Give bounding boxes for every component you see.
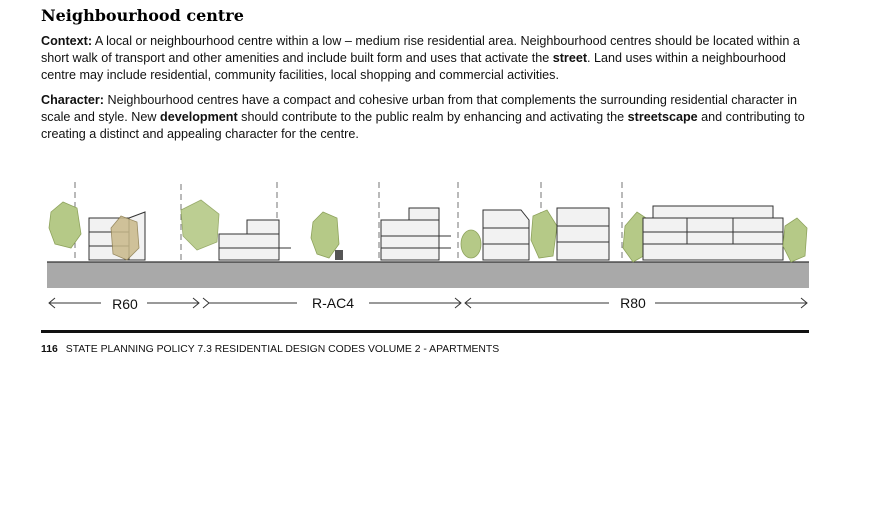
character-label: Character: <box>41 93 104 107</box>
page-footer: 116 STATE PLANNING POLICY 7.3 RESIDENTIAL… <box>41 344 499 355</box>
tree-r60-c <box>180 199 220 251</box>
character-term-development: development <box>160 110 238 124</box>
context-term-street: street <box>552 51 588 65</box>
footer-rule <box>41 330 809 333</box>
zone-label-r80: R80 <box>620 295 646 311</box>
context-text-2: . Land uses within a neighbourhood centr… <box>41 51 786 82</box>
zone-label-r60: R60 <box>112 296 138 312</box>
building-r80-a <box>556 207 610 261</box>
character-text-3: and contributing to creating a distinct … <box>41 110 805 141</box>
character-text-2: should contribute to the public realm by… <box>237 110 628 124</box>
tree-rac4-a <box>310 211 340 259</box>
character-term-streetscape: streetscape <box>627 110 698 124</box>
page-heading: Neighbourhood centre <box>41 6 244 25</box>
building-rac4-a <box>380 207 451 261</box>
character-text-1: Neighbourhood centres have a compact and… <box>41 93 798 124</box>
tree-rac4-b <box>460 229 482 259</box>
tree-r80-b <box>782 217 808 263</box>
context-label: Context: <box>41 34 93 48</box>
context-paragraph: Context: A local or neighbourhood centre… <box>41 33 811 84</box>
ground-band <box>47 262 809 288</box>
building-r60-b <box>218 219 291 261</box>
footer-title: STATE PLANNING POLICY 7.3 RESIDENTIAL DE… <box>65 344 500 355</box>
tree-r60-b <box>48 201 82 249</box>
streetscape-section-diagram: R60 R-AC4 R80 <box>47 182 809 312</box>
tree-rac4-c <box>530 209 558 259</box>
street-bin <box>335 250 343 260</box>
zone-arrows <box>48 297 808 309</box>
tree-r60-a <box>110 215 140 261</box>
zone-label-rac4: R-AC4 <box>312 295 354 311</box>
building-rac4-b <box>482 209 530 261</box>
character-paragraph: Character: Neighbourhood centres have a … <box>41 92 811 143</box>
building-r80-b <box>642 205 784 261</box>
context-text-1: A local or neighbourhood centre within a… <box>41 34 800 65</box>
page-number: 116 <box>41 344 58 355</box>
